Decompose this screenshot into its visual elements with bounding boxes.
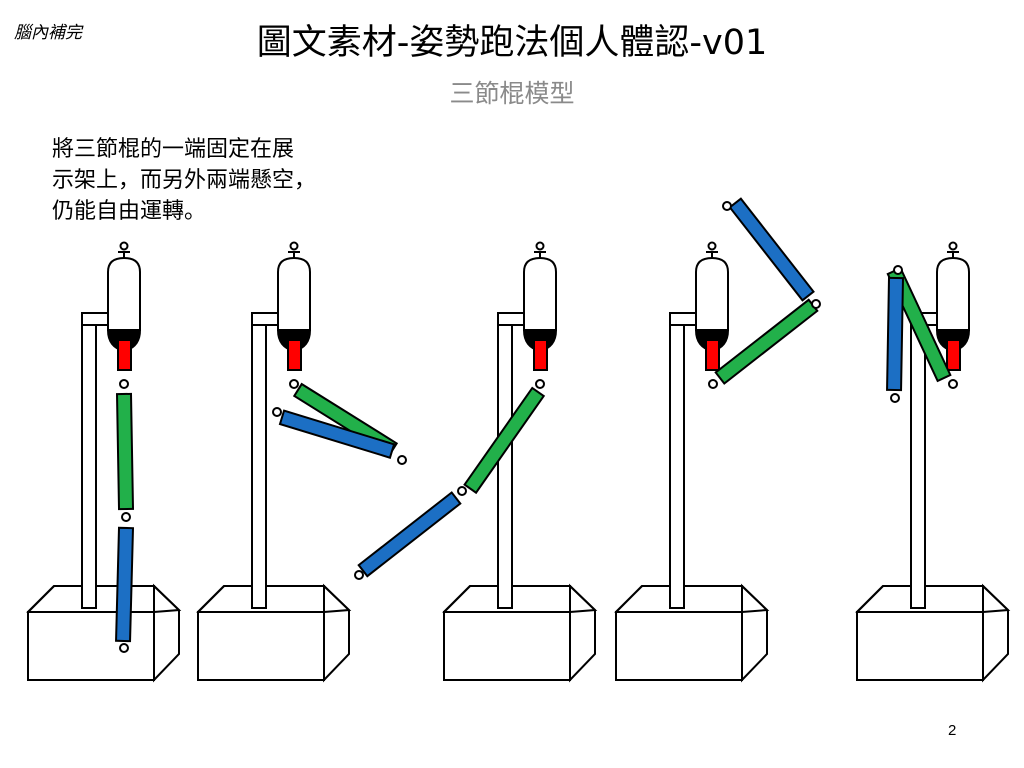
figure-folded [197, 241, 407, 681]
corner-label: 腦內補完 [14, 23, 82, 43]
description-text: 將三節棍的一端固定在展 示架上，而另外兩端懸空， 仍能自由運轉。 [52, 137, 317, 224]
page-number: 2 [948, 722, 957, 739]
figure-folded-up [856, 241, 1009, 681]
figure-hanging-straight [27, 241, 180, 681]
figure-swung-left [354, 241, 596, 681]
page-subtitle: 三節棍模型 [449, 79, 575, 108]
figure-raised [615, 197, 821, 681]
page-title: 圖文素材-姿勢跑法個人體認-v01 [256, 23, 768, 63]
